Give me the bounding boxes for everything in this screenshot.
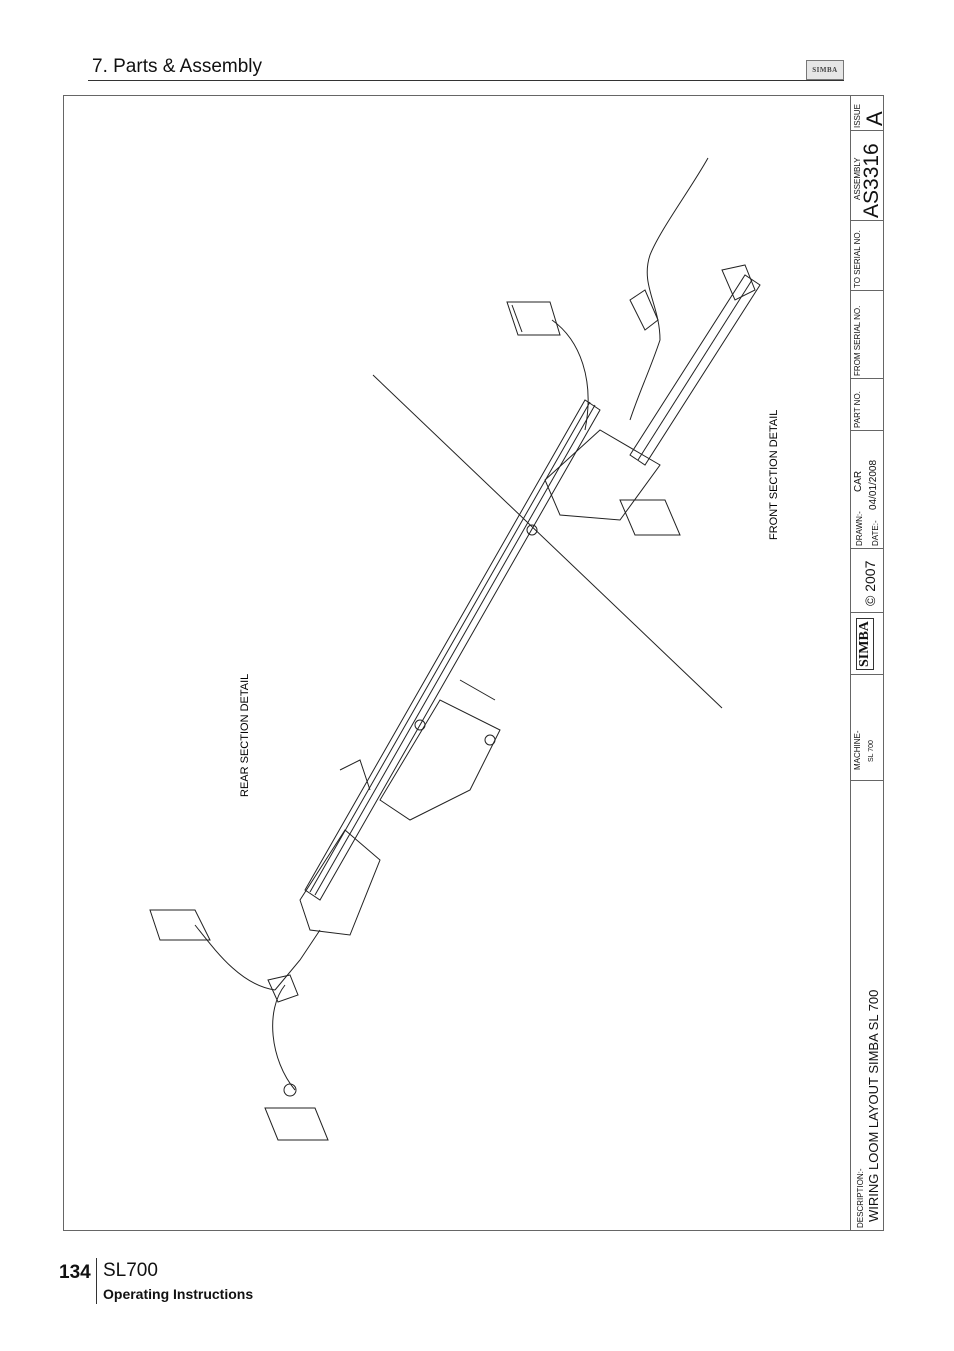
front-top-pad	[506, 301, 561, 336]
wiring-loom-drawing: REAR SECTION DETAIL FRONT SECTION DETAIL	[149, 157, 780, 1141]
date-value: 04/01/2008	[868, 459, 879, 510]
model-name: SL700	[103, 1260, 158, 1281]
title-block-divider	[850, 612, 884, 613]
description-label: DESCRIPTION:-	[856, 1168, 865, 1228]
rear-cable	[274, 929, 321, 991]
rear-junction	[299, 829, 381, 936]
header-divider	[88, 80, 844, 81]
rear-bottom-pad	[264, 1107, 329, 1141]
section-title: 7. Parts & Assembly	[92, 56, 263, 77]
front-section-label: FRONT SECTION DETAIL	[768, 410, 780, 540]
brand-mark: SIMBA	[856, 618, 874, 670]
copyright: © 2007	[862, 560, 878, 606]
machine-label: MACHINE-	[853, 730, 862, 770]
drawn-value: CAR	[853, 470, 864, 492]
title-block-divider	[850, 674, 884, 675]
section-divider-line	[372, 374, 723, 709]
title-block	[850, 95, 884, 1231]
front-mast-bracket	[721, 264, 756, 301]
page-number: 134	[59, 1262, 91, 1283]
title-block-divider	[850, 430, 884, 431]
part-no-label: PART NO.	[853, 391, 862, 428]
front-junction	[544, 429, 661, 521]
drawn-label: DRAWN:-	[855, 511, 864, 546]
front-cable	[629, 157, 709, 421]
title-block-divider	[850, 130, 884, 131]
brand-logo: SIMBA	[806, 60, 844, 80]
rear-top-pad	[149, 909, 211, 941]
assembly-value: AS3316	[860, 143, 883, 218]
front-arm	[629, 274, 761, 466]
drawing-sheet	[63, 95, 884, 1231]
title-block-divider	[850, 220, 884, 221]
mid-junction	[379, 699, 501, 821]
issue-value: A	[862, 111, 887, 126]
to-serial-label: TO SERIAL NO.	[853, 230, 862, 288]
front-bottom-pad	[619, 499, 681, 536]
machine-value: SL 700	[868, 740, 875, 762]
from-serial-label: FROM SERIAL NO.	[853, 305, 862, 376]
issue-label: ISSUE	[853, 103, 862, 128]
title-block-divider	[850, 548, 884, 549]
date-label: DATE:-	[871, 520, 880, 546]
title-block-divider	[850, 780, 884, 781]
main-beam	[304, 399, 601, 901]
footer-divider	[96, 1258, 97, 1304]
title-block-divider	[850, 290, 884, 291]
manual-type: Operating Instructions	[103, 1286, 254, 1302]
description-value: WIRING LOOM LAYOUT SIMBA SL 700	[866, 989, 881, 1222]
title-block-divider	[850, 378, 884, 379]
rear-section-label: REAR SECTION DETAIL	[239, 674, 251, 797]
